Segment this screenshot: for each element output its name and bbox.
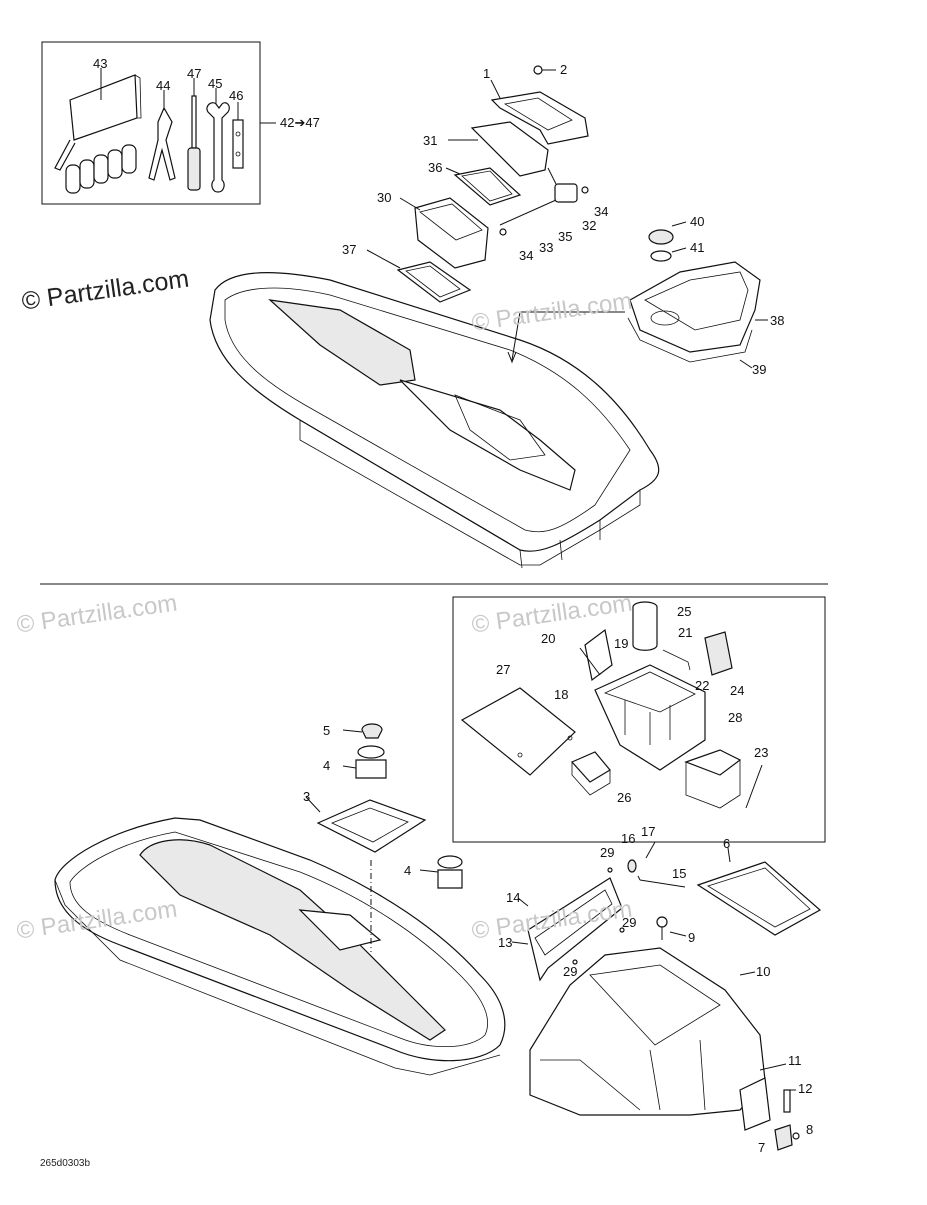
callout-44: 44 bbox=[156, 78, 170, 93]
callout-29a: 29 bbox=[600, 845, 614, 860]
callout-23: 23 bbox=[754, 745, 768, 760]
callout-4a: 4 bbox=[323, 758, 330, 773]
callout-11: 11 bbox=[788, 1053, 802, 1068]
callout-18: 18 bbox=[554, 687, 568, 702]
callout-1: 1 bbox=[483, 66, 490, 81]
callout-27: 27 bbox=[496, 662, 510, 677]
callout-40: 40 bbox=[690, 214, 704, 229]
reference-code: 265d0303b bbox=[40, 1158, 91, 1169]
callout-7: 7 bbox=[758, 1140, 765, 1155]
callout-3: 3 bbox=[303, 789, 310, 804]
callout-34a: 34 bbox=[594, 204, 608, 219]
callout-9: 9 bbox=[688, 930, 695, 945]
callout-2: 2 bbox=[560, 62, 567, 77]
callout-39: 39 bbox=[752, 362, 766, 377]
callout-33: 33 bbox=[539, 240, 553, 255]
callout-13: 13 bbox=[498, 935, 512, 950]
callout-22: 22 bbox=[695, 678, 709, 693]
callout-15: 15 bbox=[672, 866, 686, 881]
callout-14: 14 bbox=[506, 890, 520, 905]
callout-37: 37 bbox=[342, 242, 356, 257]
callout-25: 25 bbox=[677, 604, 691, 619]
callout-29b: 29 bbox=[622, 915, 636, 930]
callout-38: 38 bbox=[770, 313, 784, 328]
callout-36: 36 bbox=[428, 160, 442, 175]
callout-34b: 34 bbox=[519, 248, 533, 263]
callout-32: 32 bbox=[582, 218, 596, 233]
callout-17: 17 bbox=[641, 824, 655, 839]
callout-46: 46 bbox=[229, 88, 243, 103]
front-storage-part-10 bbox=[529, 947, 766, 1116]
callout-8: 8 bbox=[806, 1122, 813, 1137]
callout-20: 20 bbox=[541, 631, 555, 646]
cover-part-1 bbox=[490, 91, 589, 145]
upper-hull bbox=[209, 271, 660, 569]
callout-47: 47 bbox=[187, 66, 201, 81]
callout-6: 6 bbox=[723, 836, 730, 851]
callout-4b: 4 bbox=[404, 863, 411, 878]
callout-41: 41 bbox=[690, 240, 704, 255]
callout-12: 12 bbox=[798, 1081, 812, 1096]
callout-35: 35 bbox=[558, 229, 572, 244]
kit-range-label: 42➔47 bbox=[280, 115, 320, 130]
callout-16: 16 bbox=[621, 831, 635, 846]
callout-10: 10 bbox=[756, 964, 770, 979]
callout-45: 45 bbox=[208, 76, 222, 91]
callout-29c: 29 bbox=[563, 964, 577, 979]
lower-hull bbox=[54, 817, 506, 1076]
callout-31: 31 bbox=[423, 133, 437, 148]
callout-43: 43 bbox=[93, 56, 107, 71]
tool-kit-box bbox=[41, 41, 276, 205]
callout-30: 30 bbox=[377, 190, 391, 205]
callout-19: 19 bbox=[614, 636, 628, 651]
callout-5: 5 bbox=[323, 723, 330, 738]
callout-24: 24 bbox=[730, 683, 744, 698]
callout-26: 26 bbox=[617, 790, 631, 805]
callout-28: 28 bbox=[728, 710, 742, 725]
callout-21: 21 bbox=[678, 625, 692, 640]
storage-kit-box bbox=[452, 596, 826, 843]
